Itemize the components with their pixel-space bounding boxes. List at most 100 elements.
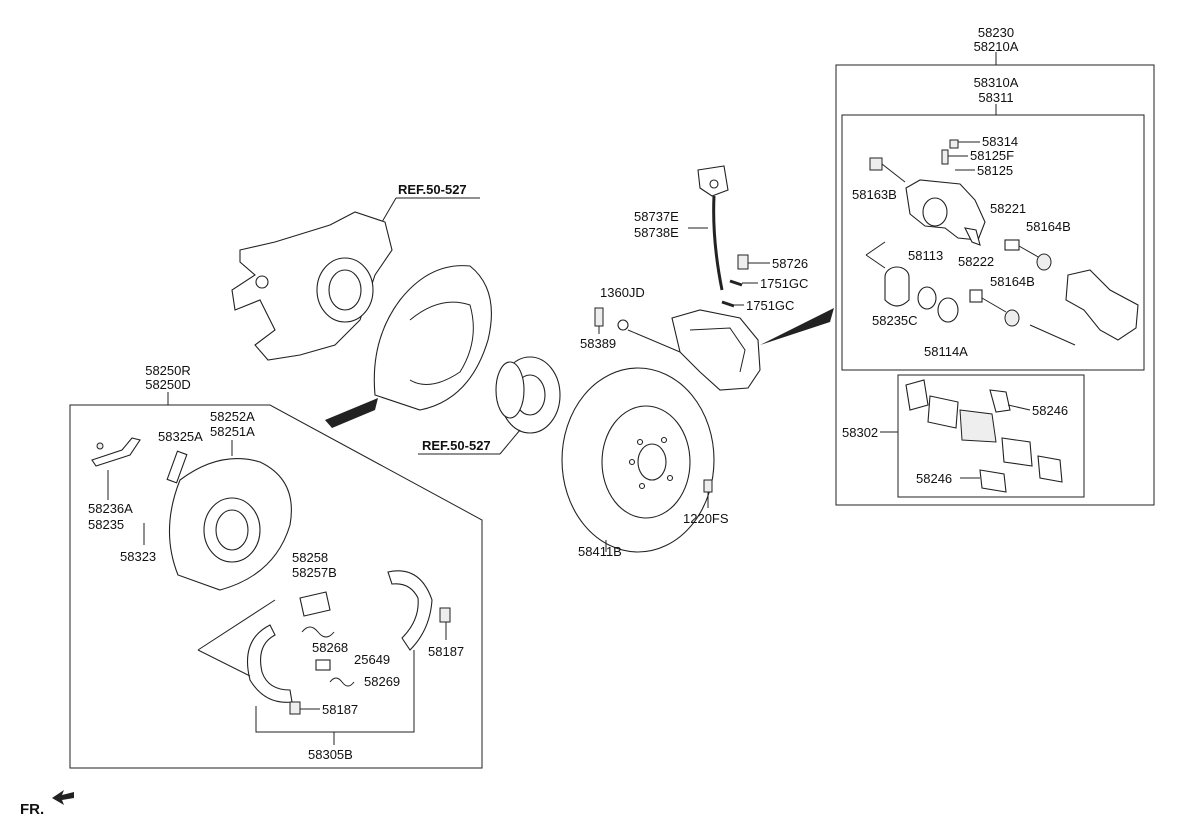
pad-wear-indicator bbox=[1037, 455, 1063, 483]
part-label-58726: 58726 bbox=[772, 256, 808, 271]
knuckle-bore-inner bbox=[328, 269, 362, 311]
pad-shim-58246-a bbox=[989, 389, 1011, 413]
leader-line bbox=[197, 649, 251, 677]
hose-caliper-group: 58737E 58738E 58726 1751GC 1751GC 1360JD… bbox=[580, 165, 808, 391]
bolt-58389 bbox=[594, 307, 604, 327]
part-label-58252A: 58252A bbox=[210, 409, 255, 424]
part-label-58302: 58302 bbox=[842, 425, 878, 440]
hold-down-58187-b bbox=[289, 701, 301, 715]
hose-bracket-hole bbox=[709, 179, 719, 189]
leader-line bbox=[627, 329, 681, 353]
part-label-58257B: 58257B bbox=[292, 565, 337, 580]
front-arrow-icon bbox=[52, 790, 74, 805]
guide-pin-58221 bbox=[1004, 239, 1020, 251]
part-label-58323: 58323 bbox=[120, 549, 156, 564]
adjuster-58258 bbox=[299, 591, 331, 617]
spring-58269 bbox=[329, 677, 355, 687]
wedge-pointer bbox=[760, 308, 834, 345]
knuckle-group: REF.50-527 REF.50-527 bbox=[231, 182, 561, 455]
leader-line bbox=[1029, 324, 1076, 346]
disc-hole bbox=[666, 474, 674, 482]
disc-hole bbox=[636, 438, 644, 446]
part-label-58269: 58269 bbox=[364, 674, 400, 689]
caliper-tab bbox=[964, 227, 981, 246]
washer-1751GC-a bbox=[729, 279, 743, 287]
part-label-1360JD: 1360JD bbox=[600, 285, 645, 300]
part-label-58311: 58311 bbox=[978, 90, 1013, 105]
screw-58314 bbox=[949, 139, 959, 149]
brake-pad-outer bbox=[927, 395, 959, 429]
part-label-58222: 58222 bbox=[958, 254, 994, 269]
part-label-58125: 58125 bbox=[977, 163, 1013, 178]
hold-down-58187-a bbox=[439, 607, 451, 623]
part-label-58164B-a: 58164B bbox=[1026, 219, 1071, 234]
piston-58235C bbox=[884, 277, 910, 307]
boot-58164B-a bbox=[1036, 253, 1052, 271]
knuckle-hole bbox=[255, 275, 269, 289]
part-label-58250R: 58250R bbox=[145, 363, 191, 378]
hub-bearing bbox=[495, 361, 525, 419]
caliper-body-box bbox=[841, 114, 1145, 371]
brake-shoe-left bbox=[246, 624, 293, 703]
brake-caliper bbox=[671, 309, 761, 391]
front-direction-indicator: FR. bbox=[20, 790, 74, 818]
leader-line bbox=[197, 599, 276, 651]
bolt-58163B bbox=[869, 157, 883, 171]
part-label-1220FS: 1220FS bbox=[683, 511, 729, 526]
part-label-58389: 58389 bbox=[580, 336, 616, 351]
part-label-58221: 58221 bbox=[990, 201, 1026, 216]
part-label-58187-b: 58187 bbox=[322, 702, 358, 717]
front-label: FR. bbox=[20, 801, 44, 818]
part-label-58411B: 58411B bbox=[578, 544, 622, 559]
washer-1360JD bbox=[617, 319, 629, 331]
disc-hole bbox=[638, 482, 646, 490]
leader-line bbox=[865, 254, 886, 269]
shoe-bracket-line bbox=[255, 650, 415, 733]
part-label-58113: 58113 bbox=[908, 248, 943, 263]
part-label-58738E: 58738E bbox=[634, 225, 679, 240]
part-label-58235: 58235 bbox=[88, 517, 124, 532]
bolt-58726 bbox=[737, 254, 749, 270]
part-label-58305B: 58305B bbox=[308, 747, 353, 762]
part-label-58268: 58268 bbox=[312, 640, 348, 655]
backing-plate-dust-shield bbox=[373, 265, 492, 411]
caliper-bore bbox=[922, 197, 948, 227]
part-label-58246-b: 58246 bbox=[916, 471, 952, 486]
ref-label-bottom: REF.50-527 bbox=[422, 438, 491, 453]
pad-shim-58246-b bbox=[979, 469, 1007, 493]
pad-shim-right bbox=[1001, 437, 1033, 467]
disc-hole bbox=[660, 436, 668, 444]
spring-cup-25649 bbox=[315, 659, 331, 671]
part-label-58210A: 58210A bbox=[974, 39, 1019, 54]
part-label-58164B-b: 58164B bbox=[990, 274, 1035, 289]
spring bbox=[301, 626, 335, 638]
boot-58164B-b bbox=[1004, 309, 1020, 327]
disc-center bbox=[637, 443, 667, 481]
washer-1751GC-b bbox=[721, 300, 735, 308]
part-label-58737E: 58737E bbox=[634, 209, 679, 224]
backing-plate-hole bbox=[215, 509, 249, 551]
part-label-58258: 58258 bbox=[292, 550, 328, 565]
leader-line bbox=[865, 241, 886, 256]
part-label-25649: 25649 bbox=[354, 652, 390, 667]
brake-disc-group: 1220FS 58411B bbox=[561, 367, 729, 559]
part-label-58163B: 58163B bbox=[852, 187, 897, 202]
wedge-pointer bbox=[325, 398, 378, 428]
part-label-1751GC-b: 1751GC bbox=[746, 298, 794, 313]
parking-brake-group: 58250R 58250D 58252A 58251A 58325A 58236… bbox=[69, 363, 483, 769]
brake-shoe-right bbox=[387, 570, 433, 651]
pin-shaft bbox=[981, 297, 1007, 313]
seal-58113 bbox=[917, 286, 937, 310]
pin-head bbox=[96, 442, 104, 450]
brake-hose bbox=[712, 195, 724, 291]
leader-line bbox=[1007, 404, 1031, 411]
part-label-58235C: 58235C bbox=[872, 313, 918, 328]
leader-line bbox=[381, 197, 397, 223]
pin-shaft bbox=[1018, 245, 1041, 259]
part-label-58114A: 58114A bbox=[924, 344, 968, 359]
caliper-detail bbox=[689, 327, 746, 373]
part-label-58325A: 58325A bbox=[158, 429, 203, 444]
part-label-58251A: 58251A bbox=[210, 424, 255, 439]
part-label-58246-a: 58246 bbox=[1032, 403, 1068, 418]
